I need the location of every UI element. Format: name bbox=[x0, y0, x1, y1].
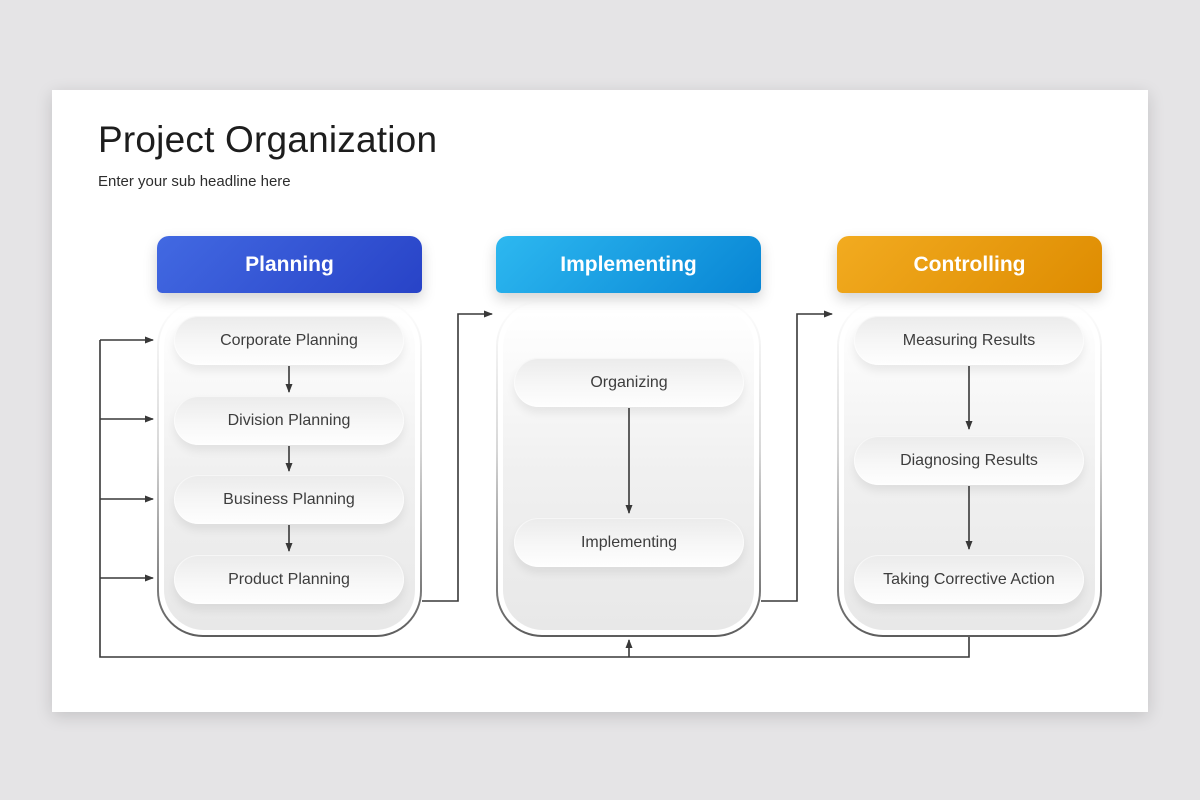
header-controlling: Controlling bbox=[837, 236, 1102, 293]
slide-title: Project Organization bbox=[98, 119, 438, 160]
node-measuring-results: Measuring Results bbox=[854, 316, 1084, 365]
node-product-planning: Product Planning bbox=[174, 555, 404, 604]
implementing-group-inner bbox=[498, 302, 759, 635]
node-diagnosing-results: Diagnosing Results bbox=[854, 436, 1084, 485]
node-organizing: Organizing bbox=[514, 358, 744, 407]
header-implementing: Implementing bbox=[496, 236, 761, 293]
implementing-group-shade bbox=[503, 307, 754, 630]
node-business-planning: Business Planning bbox=[174, 475, 404, 524]
header-planning: Planning bbox=[157, 236, 422, 293]
header-planning-label: Planning bbox=[245, 252, 334, 276]
header-implementing-label: Implementing bbox=[560, 252, 697, 276]
node-implementing: Implementing bbox=[514, 518, 744, 567]
header-controlling-label: Controlling bbox=[913, 252, 1026, 276]
slide-subtitle: Enter your sub headline here bbox=[98, 173, 291, 190]
implementing-group-container bbox=[496, 300, 761, 637]
node-corporate-planning: Corporate Planning bbox=[174, 316, 404, 365]
node-taking-corrective-action: Taking Corrective Action bbox=[854, 555, 1084, 604]
node-division-planning: Division Planning bbox=[174, 396, 404, 445]
